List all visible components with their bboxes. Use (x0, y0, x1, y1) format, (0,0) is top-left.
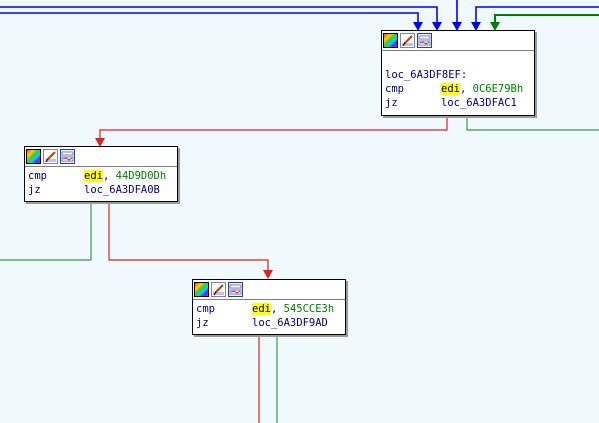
rename-pencil-icon[interactable] (211, 282, 226, 297)
mnemonic: jz (28, 184, 41, 196)
node-body: cmp edi, 44D9D0Dh jz loc_6A3DFA0B (25, 167, 177, 200)
graph-view-icon[interactable] (417, 33, 432, 48)
graph-view-icon[interactable] (60, 149, 75, 164)
jump-target[interactable]: loc_6A3DF9AD (252, 317, 328, 329)
arrow-green-incoming (490, 22, 500, 31)
immediate-operand: 0C6E79Bh (472, 83, 524, 95)
immediate-operand: 545CCE3h (283, 303, 335, 315)
register-highlight[interactable]: edi (84, 170, 103, 182)
instruction-line[interactable]: cmp edi, 545CCE3h (196, 302, 342, 316)
edge-red-top-to-mid (99, 116, 448, 140)
node-header (193, 280, 345, 300)
mnemonic: jz (196, 317, 209, 329)
node-header (25, 147, 177, 167)
instruction-line[interactable]: jz loc_6A3DFAC1 (385, 96, 531, 110)
graph-view-icon[interactable] (228, 282, 243, 297)
edge-green-top-exit (466, 116, 599, 131)
instruction-line[interactable]: jz loc_6A3DF9AD (196, 316, 342, 330)
rename-pencil-icon[interactable] (43, 149, 58, 164)
arrow-blue-4 (471, 22, 481, 31)
node-body: loc_6A3DF8EF: cmp edi, 0C6E79Bh jz loc_6A3… (382, 51, 534, 113)
instruction-line[interactable]: cmp edi, 44D9D0Dh (28, 169, 174, 183)
incoming-blue-edges (0, 0, 599, 24)
immediate-operand: 44D9D0Dh (115, 170, 167, 182)
mnemonic: cmp (28, 170, 47, 182)
operand-separator: , (270, 303, 284, 315)
arrow-blue-1 (413, 22, 423, 31)
edge-green-mid-exit (0, 202, 92, 261)
mnemonic: cmp (385, 83, 404, 95)
edge-blue-2 (0, 6, 438, 24)
rename-pencil-icon[interactable] (400, 33, 415, 48)
arrow-blue-2 (432, 22, 442, 31)
jump-target[interactable]: loc_6A3DFAC1 (441, 97, 517, 109)
node-body: cmp edi, 545CCE3h jz loc_6A3DF9AD (193, 300, 345, 333)
arrow-red-bottom (263, 270, 273, 279)
arrow-blue-3 (452, 22, 462, 31)
color-palette-icon[interactable] (26, 149, 41, 164)
register-highlight[interactable]: edi (252, 303, 271, 315)
color-palette-icon[interactable] (383, 33, 398, 48)
instruction-line[interactable]: cmp edi, 0C6E79Bh (385, 82, 531, 96)
register-highlight[interactable]: edi (441, 83, 460, 95)
operand-separator: , (102, 170, 116, 182)
basic-block-bottom[interactable]: cmp edi, 545CCE3h jz loc_6A3DF9AD (192, 279, 346, 335)
color-palette-icon[interactable] (194, 282, 209, 297)
operand-separator: , (459, 83, 473, 95)
basic-block-top[interactable]: loc_6A3DF8EF: cmp edi, 0C6E79Bh jz loc_6A3… (381, 30, 535, 116)
edge-blue-1 (0, 12, 419, 24)
jump-target[interactable]: loc_6A3DFA0B (84, 184, 160, 196)
basic-block-mid[interactable]: cmp edi, 44D9D0Dh jz loc_6A3DFA0B (24, 146, 178, 202)
arrow-red-mid (95, 138, 105, 147)
edge-red-mid-to-bottom (108, 202, 269, 272)
mnemonic: cmp (196, 303, 215, 315)
location-label: loc_6A3DF8EF: (385, 69, 468, 81)
instruction-line[interactable]: jz loc_6A3DFA0B (28, 183, 174, 197)
node-header (382, 31, 534, 51)
edge-blue-4 (475, 6, 599, 24)
mnemonic: jz (385, 97, 398, 109)
edge-green-incoming (494, 14, 599, 24)
